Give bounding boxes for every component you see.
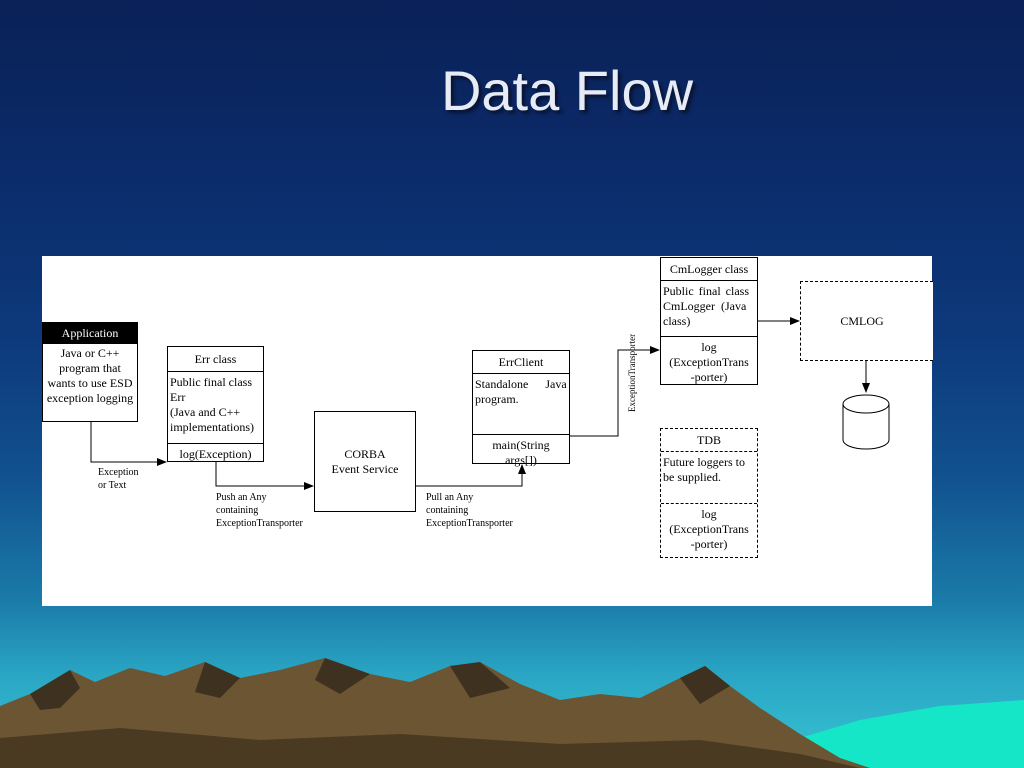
arrow-application-to-err xyxy=(90,422,167,466)
label-line: Exception xyxy=(98,467,139,478)
tdb-method-line: -porter) xyxy=(690,537,728,551)
cmlog-box: CMLOG xyxy=(800,281,933,361)
pull-any-label: Pull an Any containing ExceptionTranspor… xyxy=(426,491,513,530)
cmlogger-header: CmLogger class xyxy=(661,258,757,281)
label-line: containing xyxy=(216,505,259,516)
tdb-body: Future loggers to be supplied. xyxy=(661,452,757,503)
label-line: Push an Any xyxy=(216,492,267,503)
push-any-label: Push an Any containing ExceptionTranspor… xyxy=(216,491,303,530)
data-flow-diagram: Application Java or C++ program that wan… xyxy=(42,256,933,606)
corba-line-2: Event Service xyxy=(331,461,399,476)
errclient-method: main(String args[]) xyxy=(473,435,569,471)
slide-title: Data Flow xyxy=(440,59,694,122)
label-line: containing xyxy=(426,505,469,516)
errclient-body-line: program. xyxy=(475,392,519,406)
err-class-body: Public final class Err (Java and C++ imp… xyxy=(168,372,263,443)
label-line: ExceptionTransporter xyxy=(216,518,303,529)
arrow-corba-to-errclient xyxy=(415,464,526,487)
errclient-body: Standalone Java program. xyxy=(473,374,569,434)
cmlogger-body-line: class) xyxy=(663,314,691,328)
cmlogger-method-line: log xyxy=(701,340,717,354)
errclient-body-line: Standalone Java xyxy=(475,377,567,391)
err-class-method: log(Exception) xyxy=(179,447,252,461)
err-class-body-line: (Java and C++ xyxy=(170,405,241,419)
mountain-landscape-illustration xyxy=(0,658,1024,768)
exception-or-text-label: Exception or Text xyxy=(98,466,139,492)
cmlogger-method-line: (ExceptionTrans xyxy=(669,355,749,369)
cmlogger-body-line: CmLogger (Java xyxy=(663,299,747,313)
err-class-body-line: implementations) xyxy=(170,420,254,434)
cmlogger-class-box: CmLogger class Public final class CmLogg… xyxy=(660,257,758,385)
errclient-method-line: main(String xyxy=(492,438,550,452)
tdb-method: log (ExceptionTrans -porter) xyxy=(661,504,757,555)
cmlogger-body: Public final class CmLogger (Java class) xyxy=(661,281,757,336)
corba-line-1: CORBA xyxy=(344,446,386,461)
tdb-body-line: Future loggers to xyxy=(663,455,745,469)
label-line: or Text xyxy=(98,480,127,491)
tdb-box: TDB Future loggers to be supplied. log (… xyxy=(660,428,758,558)
tdb-method-line: log xyxy=(701,507,717,521)
cmlog-label: CMLOG xyxy=(840,313,884,328)
err-class-body-line: Public final class xyxy=(170,375,252,389)
tdb-header: TDB xyxy=(661,429,757,452)
application-box: Application Java or C++ program that wan… xyxy=(42,322,138,422)
errclient-box: ErrClient Standalone Java program. main(… xyxy=(472,350,570,467)
arrow-errclient-to-cmlogger xyxy=(570,346,660,437)
application-header: Application xyxy=(43,323,137,344)
tdb-method-line: (ExceptionTrans xyxy=(669,522,749,536)
tdb-body-line: be supplied. xyxy=(663,470,721,484)
arrow-err-to-corba xyxy=(215,462,314,490)
label-line: Pull an Any xyxy=(426,492,474,503)
err-class-body-line: Err xyxy=(170,390,186,404)
cmlogger-method: log (ExceptionTrans -porter) xyxy=(661,337,757,388)
cmlogger-method-line: -porter) xyxy=(690,370,728,384)
errclient-header: ErrClient xyxy=(473,351,569,374)
connector-lines xyxy=(90,317,890,490)
cmlogger-body-line: Public final class xyxy=(663,284,749,298)
err-class-header: Err class xyxy=(168,347,263,372)
label-line: ExceptionTransporter xyxy=(426,518,513,529)
database-cylinder-icon xyxy=(842,394,890,450)
errclient-method-line: args[]) xyxy=(505,453,537,467)
corba-event-service-box: CORBA Event Service xyxy=(314,411,416,512)
application-body: Java or C++ program that wants to use ES… xyxy=(46,346,134,405)
exception-transporter-vertical-label: ExceptionTransporter xyxy=(627,333,637,412)
err-class-box: Err class Public final class Err (Java a… xyxy=(167,346,264,462)
